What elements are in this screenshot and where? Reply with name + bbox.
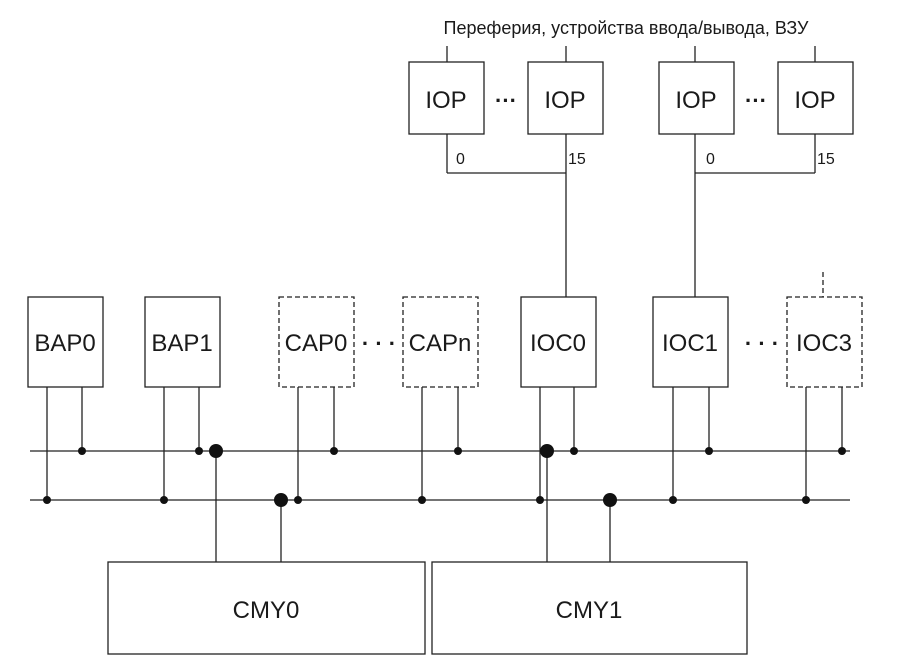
iop-label: IOP: [794, 87, 835, 114]
iop-box: [777, 61, 854, 135]
iop-group-0: IOP ··· IOP 0 15: [408, 61, 604, 298]
cap0-box: [278, 296, 355, 388]
port-label: 0: [706, 151, 715, 168]
capn-box: [402, 296, 479, 388]
port-label: 0: [456, 151, 465, 168]
cmy1-box: [431, 561, 748, 655]
ioc0-label: IOC0: [530, 330, 586, 357]
cmy1-label: CMY1: [556, 597, 623, 624]
peripherals-caption: Переферия, устройства ввода/вывода, ВЗУ: [444, 18, 809, 38]
ioc0-box: [520, 296, 597, 388]
bap0-label: BAP0: [34, 330, 95, 357]
capn-label: CAPn: [409, 330, 472, 357]
port-label: 15: [568, 151, 586, 168]
ellipsis: ···: [495, 88, 517, 113]
processor-connections: [46, 387, 843, 500]
ellipsis: · · ·: [362, 331, 396, 356]
iop-group-1: IOP ··· IOP 0 15: [658, 61, 854, 298]
cap0-label: CAP0: [285, 330, 348, 357]
iop-label: IOP: [544, 87, 585, 114]
bap1-label: BAP1: [151, 330, 212, 357]
iop-box: [408, 61, 485, 135]
bap1-box: [144, 296, 221, 388]
ellipsis: ···: [745, 88, 767, 113]
iop-box: [658, 61, 735, 135]
cmy0-box: [107, 561, 426, 655]
port-label: 15: [817, 151, 835, 168]
ioc3-label: IOC3: [796, 330, 852, 357]
ellipsis: · · ·: [745, 331, 779, 356]
ioc3-box: [786, 296, 863, 388]
ioc1-label: IOC1: [662, 330, 718, 357]
memory-connections: [215, 451, 611, 562]
junction-dots: [43, 444, 846, 507]
iop-label: IOP: [675, 87, 716, 114]
bap0-box: [27, 296, 104, 388]
ioc1-box: [652, 296, 729, 388]
cmy0-label: CMY0: [233, 597, 300, 624]
iop-label: IOP: [425, 87, 466, 114]
